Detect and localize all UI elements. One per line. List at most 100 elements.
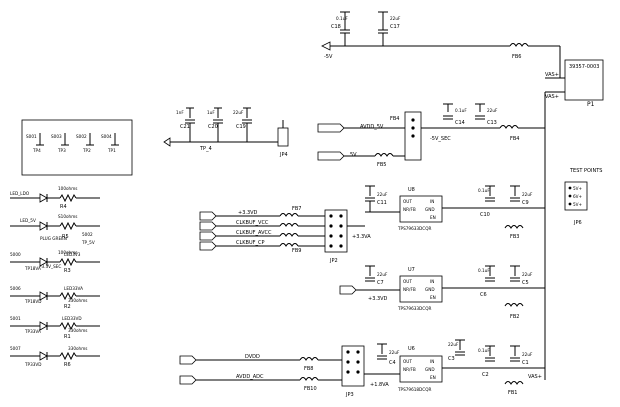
net-dvdd: DVDD (245, 354, 260, 360)
p1-designator: P1 (587, 101, 595, 108)
u7-label: U7 (408, 267, 415, 273)
r3-value: 100ohms (58, 250, 77, 255)
clock-supply-block: +3.3VD CLKBUF_VCC CLKBUF_AVCC CLKBUF_CP … (199, 206, 371, 264)
c13-label: C13 (487, 120, 497, 126)
net-avdd-5v: AVDD_5V (360, 124, 384, 130)
tp-33vd: TP33VD (24, 362, 42, 367)
avdd5v-block: AVDD_5V 5V FB5 FB4 -5V_SEC 0.1uF C14 22u… (317, 103, 545, 168)
c4-value: 22uF (389, 350, 400, 355)
r6-label: R6 (64, 362, 71, 368)
p1-connector: 39357-0003 P1 VAS+ VAS+ (544, 59, 604, 380)
c6-label: C6 (480, 292, 487, 298)
fb6-label: FB6 (512, 54, 522, 60)
s4-label: S004 (101, 134, 112, 139)
c18-label: C18 (331, 24, 341, 30)
tp4-connector-label: TP_4 (199, 146, 212, 152)
c19-label: C19 (236, 124, 246, 130)
c4-label: C4 (389, 360, 396, 366)
u7-pin-in: IN (430, 279, 434, 284)
u8-regulator: 22uF C11 OUT NR/FB GND IN EN U8 TPS79633… (365, 185, 545, 240)
s-5001: 5001 (10, 316, 21, 321)
r1-label: R1 (64, 334, 71, 340)
r2-value: 330ohms (68, 298, 87, 303)
jp3-label: JP3 (345, 392, 354, 398)
u6-pin-nr: NR/FB (403, 367, 416, 372)
s-5006: 5006 (10, 286, 21, 291)
r5-value: S10ohms (58, 214, 77, 219)
net-clkbuf-cp: CLKBUF_CP (236, 240, 265, 246)
c9-label: C9 (522, 200, 529, 206)
u8-part: TPS79633DCQR (397, 226, 432, 231)
u8-pin-in: IN (430, 199, 434, 204)
c21-label: C21 (180, 124, 190, 130)
tp-pin-1: 5V+ (573, 186, 583, 191)
led-ldo-label: LED_LDO (10, 191, 30, 196)
c17-value: 22uF (390, 16, 401, 21)
u7-pin-en: EN (430, 295, 436, 300)
led-indicators: LED_LDO 100ohms R4 LED_5V S10ohms R5 PLU… (10, 186, 100, 368)
r3-label: R3 (64, 268, 71, 274)
c1-label: C1 (522, 360, 529, 366)
c20-value: 1uF (207, 110, 215, 115)
standoff-1: TP4 S001 (26, 133, 44, 153)
fb1-label: FB1 (508, 390, 518, 396)
tp-pin-3: 5V+ (573, 202, 583, 207)
tp-33va: TP33VA (24, 329, 41, 334)
r1-value: 330ohms (68, 328, 87, 333)
p1-part: 39357-0003 (569, 64, 599, 70)
u8-label: U8 (408, 187, 415, 193)
s-5007: 5007 (10, 346, 21, 351)
c2-label: C2 (482, 372, 489, 378)
tp-18vd: TP18VD (24, 299, 42, 304)
s1-label: S001 (26, 134, 37, 139)
c10-label: C10 (480, 212, 490, 218)
c17-label: C17 (390, 24, 400, 30)
u7-pin-gnd: GND (425, 287, 435, 292)
c3-value: 22uF (448, 342, 459, 347)
net-vas-bottom: VAS+ (528, 374, 542, 380)
net-5v-minus-top: -5V (324, 54, 333, 60)
fb4-label: FB4 (510, 136, 520, 142)
c19-value: 22uF (233, 110, 244, 115)
fb2-label: FB2 (510, 314, 520, 320)
c11-label: C11 (377, 200, 387, 206)
tp1-label: TP1 (107, 148, 116, 153)
tp4-label: TP4 (32, 148, 41, 153)
u8-pin-nr: NR/FB (403, 207, 416, 212)
c5-label: C5 (522, 280, 529, 286)
standoff-4: TP1 S004 (101, 133, 119, 153)
net-5v: 5V (350, 152, 357, 158)
n-3v3-sec: -3.3V_SEC (40, 264, 61, 269)
c5-value: 22uF (522, 272, 533, 277)
c14-value: 0.1uF (455, 108, 467, 113)
standoff-2: TP3 S003 (51, 133, 69, 153)
fb4-left-label: FB4 (390, 116, 400, 122)
c18-value: 0.1uF (336, 16, 348, 21)
c3-label: C3 (448, 356, 455, 362)
c9-value: 22uF (522, 192, 533, 197)
c10-value: 0.1uF (478, 188, 490, 193)
led-3v3: LED3V3 (64, 252, 81, 257)
net-avdd-adc: AVDD_ADC (236, 374, 264, 380)
fb7-label: FB7 (292, 206, 302, 212)
led-33va: LED33VA (64, 286, 83, 291)
jp4-label: JP4 (279, 152, 288, 158)
standoff-box: TP4 S001 TP3 S003 TP2 S002 TP1 S004 (21, 119, 133, 176)
fb9-label: FB9 (292, 248, 302, 254)
u6-pin-out: OUT (403, 359, 412, 364)
tp-18va: TP18VA (24, 266, 41, 271)
u6-part: TPS79618DCQR (397, 387, 432, 392)
tp4-bypass-group: 1nF C21 1uF C20 22uF C19 TP_4 JP4 (163, 107, 289, 158)
c14-label: C14 (455, 120, 465, 126)
tp-5v-label: TP_5V (81, 240, 95, 245)
fb8-label: FB8 (304, 366, 314, 372)
tp2-label: TP2 (82, 148, 91, 153)
fb3-label: FB3 (510, 234, 520, 240)
r5-label: R5 (62, 234, 69, 240)
s-5002: 5002 (82, 232, 93, 237)
net-5v-sec: -5V_SEC (430, 136, 451, 142)
c20-label: C20 (208, 124, 218, 130)
c11-value: 22uF (377, 192, 388, 197)
u6-pin-gnd: GND (425, 367, 435, 372)
u6-pin-en: EN (430, 375, 436, 380)
